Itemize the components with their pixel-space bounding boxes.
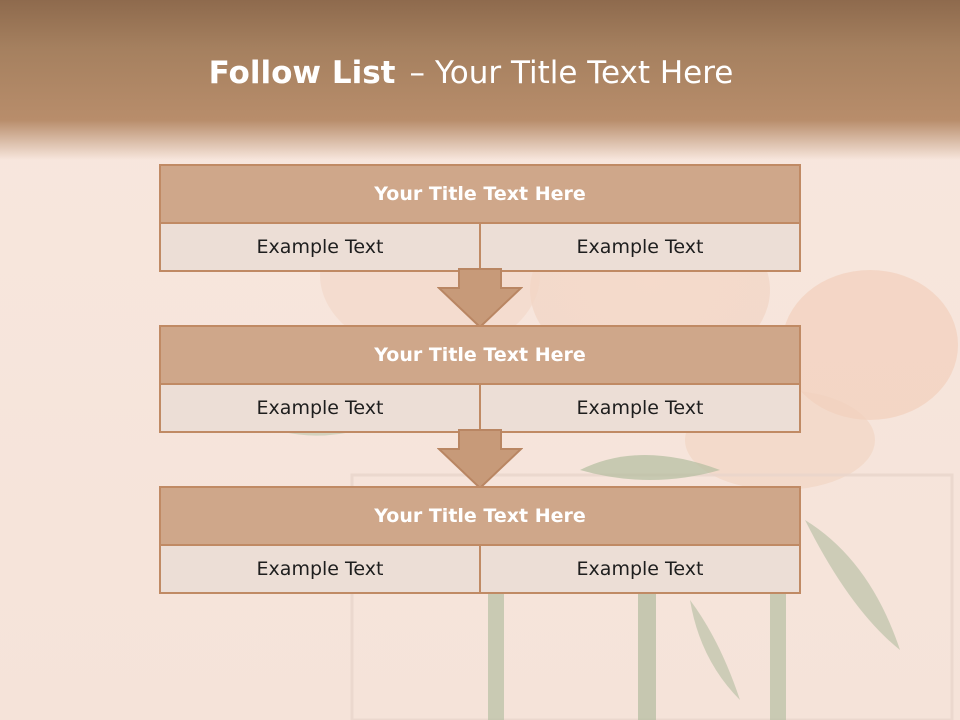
block-row: Example Text Example Text <box>161 224 799 270</box>
block-cell-right: Example Text <box>479 385 799 431</box>
block-cell-left: Example Text <box>161 224 479 270</box>
slide-title: Follow List–Your Title Text Here <box>0 55 942 91</box>
block-heading: Your Title Text Here <box>161 166 799 224</box>
block-cell-right: Example Text <box>479 224 799 270</box>
block-row: Example Text Example Text <box>161 546 799 592</box>
list-block-3: Your Title Text Here Example Text Exampl… <box>159 486 801 594</box>
block-cell-left: Example Text <box>161 385 479 431</box>
title-rest: Your Title Text Here <box>434 55 734 91</box>
block-cell-left: Example Text <box>161 546 479 592</box>
block-row: Example Text Example Text <box>161 385 799 431</box>
block-cell-right: Example Text <box>479 546 799 592</box>
header-band <box>0 0 960 160</box>
title-bold: Follow List <box>208 55 396 91</box>
block-heading: Your Title Text Here <box>161 488 799 546</box>
down-arrow-icon <box>437 429 523 489</box>
down-arrow-icon <box>437 268 523 328</box>
block-heading: Your Title Text Here <box>161 327 799 385</box>
title-separator: – <box>409 55 425 91</box>
list-block-2: Your Title Text Here Example Text Exampl… <box>159 325 801 433</box>
list-block-1: Your Title Text Here Example Text Exampl… <box>159 164 801 272</box>
